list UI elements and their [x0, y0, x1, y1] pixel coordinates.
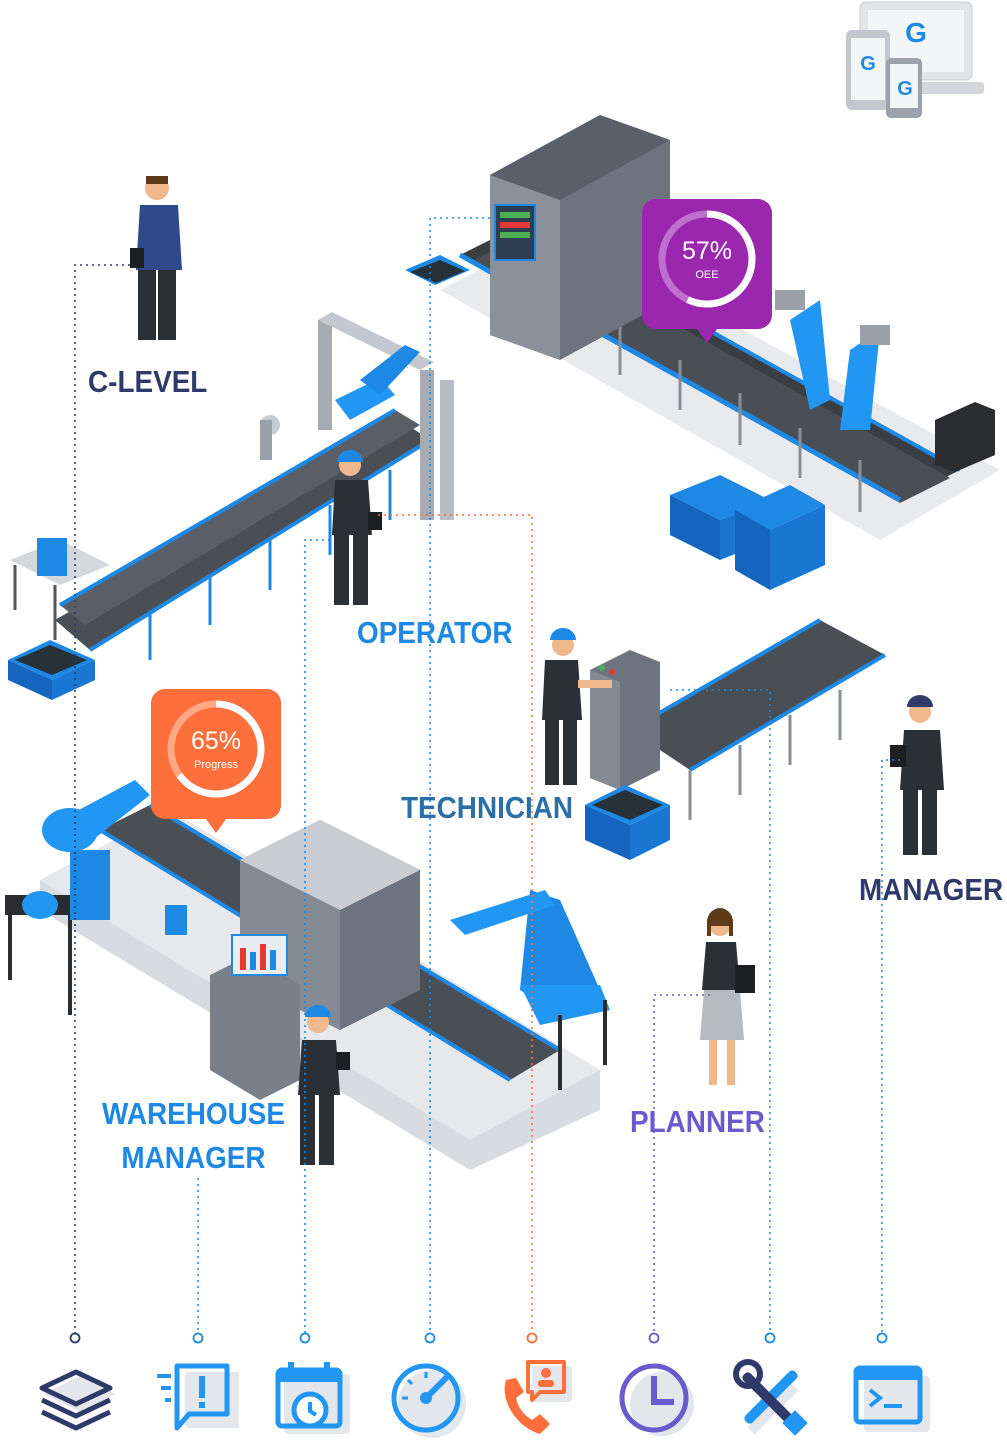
role-label-warehouse-manager: WAREHOUSE MANAGER — [99, 1092, 288, 1180]
terminal-window-icon[interactable] — [850, 1358, 934, 1442]
production-line-top — [405, 115, 1000, 590]
connector-dots — [69, 1332, 888, 1344]
connector-gauge — [429, 217, 490, 1333]
progress-value: 65% — [190, 727, 242, 755]
connector-planner — [653, 994, 710, 1333]
person-planner — [700, 908, 755, 1085]
warehouse-label-line2: MANAGER — [121, 1140, 266, 1175]
oee-badge: 57% OEE — [642, 199, 772, 343]
gauge-icon[interactable] — [386, 1358, 470, 1442]
person-technician — [542, 628, 612, 785]
production-line-left — [8, 312, 454, 700]
role-label-technician: TECHNICIAN — [401, 790, 574, 825]
layers-icon[interactable] — [36, 1358, 120, 1442]
connector-tools — [670, 689, 771, 1333]
connector-manager — [881, 759, 900, 1333]
progress-badge: 65% Progress — [151, 689, 281, 833]
progress-ring-fill — [167, 700, 265, 798]
phone-contact-icon[interactable] — [492, 1358, 576, 1442]
clock-icon[interactable] — [614, 1358, 698, 1442]
person-warehouse-manager — [298, 1005, 350, 1165]
role-label-operator: OPERATOR — [357, 615, 513, 650]
production-line-right — [585, 618, 887, 860]
production-line-bottom — [5, 780, 610, 1170]
connector-operator — [304, 539, 330, 1333]
svg-text:G: G — [905, 17, 927, 48]
connector-c-level — [74, 264, 130, 1333]
connector-lines — [74, 217, 900, 1333]
progress-caption: Progress — [193, 759, 239, 771]
warehouse-label-line1: WAREHOUSE — [102, 1096, 285, 1131]
role-label-c-level: C-LEVEL — [88, 364, 208, 399]
oee-caption: OEE — [695, 269, 719, 281]
tools-icon[interactable] — [730, 1358, 814, 1442]
devices-icon: G G G — [846, 1, 984, 118]
person-c-level — [130, 176, 182, 340]
calendar-clock-icon[interactable] — [270, 1358, 354, 1442]
svg-text:G: G — [860, 53, 876, 75]
role-label-planner: PLANNER — [630, 1104, 765, 1139]
oee-ring-fill — [658, 210, 756, 308]
alert-message-icon[interactable] — [155, 1358, 241, 1442]
person-manager — [890, 695, 944, 855]
svg-text:G: G — [897, 78, 913, 100]
person-operator — [332, 450, 382, 605]
oee-value: 57% — [681, 237, 733, 265]
role-label-manager: MANAGER — [859, 872, 1004, 907]
